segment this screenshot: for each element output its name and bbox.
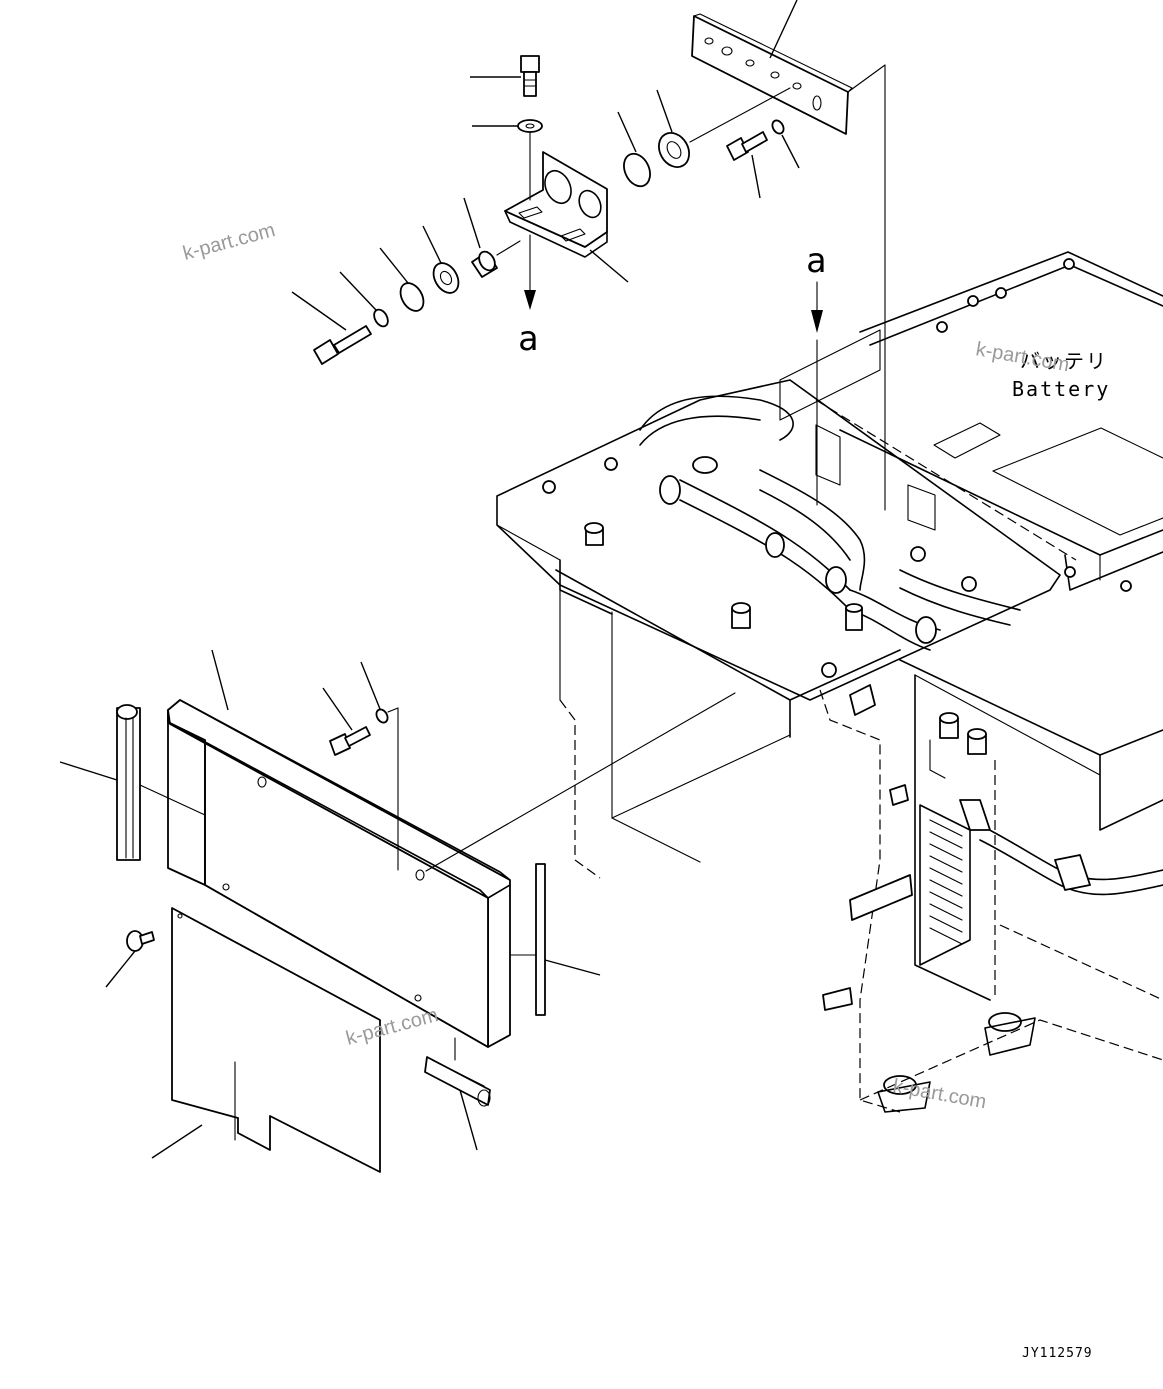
lower-plate [151,907,381,1173]
edge-trim [424,1037,491,1151]
drawing-code: JY112579 [1022,1346,1093,1361]
top-bolt: a [470,55,543,359]
lower-frame [559,659,1163,1113]
side-cover [167,649,736,1048]
arrow-label-a-right: a [806,241,826,281]
grille-slots [929,819,963,945]
seal-strip-right [509,863,601,1016]
l-bracket [504,151,629,283]
push-rivet [105,930,155,988]
battery-frame: a バッテリ Battery [496,64,1163,863]
mounting-strip [691,0,853,135]
seal-strip-left [59,704,206,861]
bolt-chain [291,197,521,365]
arrow-label-a-left: a [518,319,538,359]
battery-label-en: Battery [1012,377,1110,401]
watermark-1: k-part.com [181,219,278,265]
watermark-4: k-part.com [891,1075,988,1113]
upper-fastener-group [617,87,800,199]
cover-bolt [322,661,399,871]
battery-label-jp: バッテリ [1020,349,1108,373]
